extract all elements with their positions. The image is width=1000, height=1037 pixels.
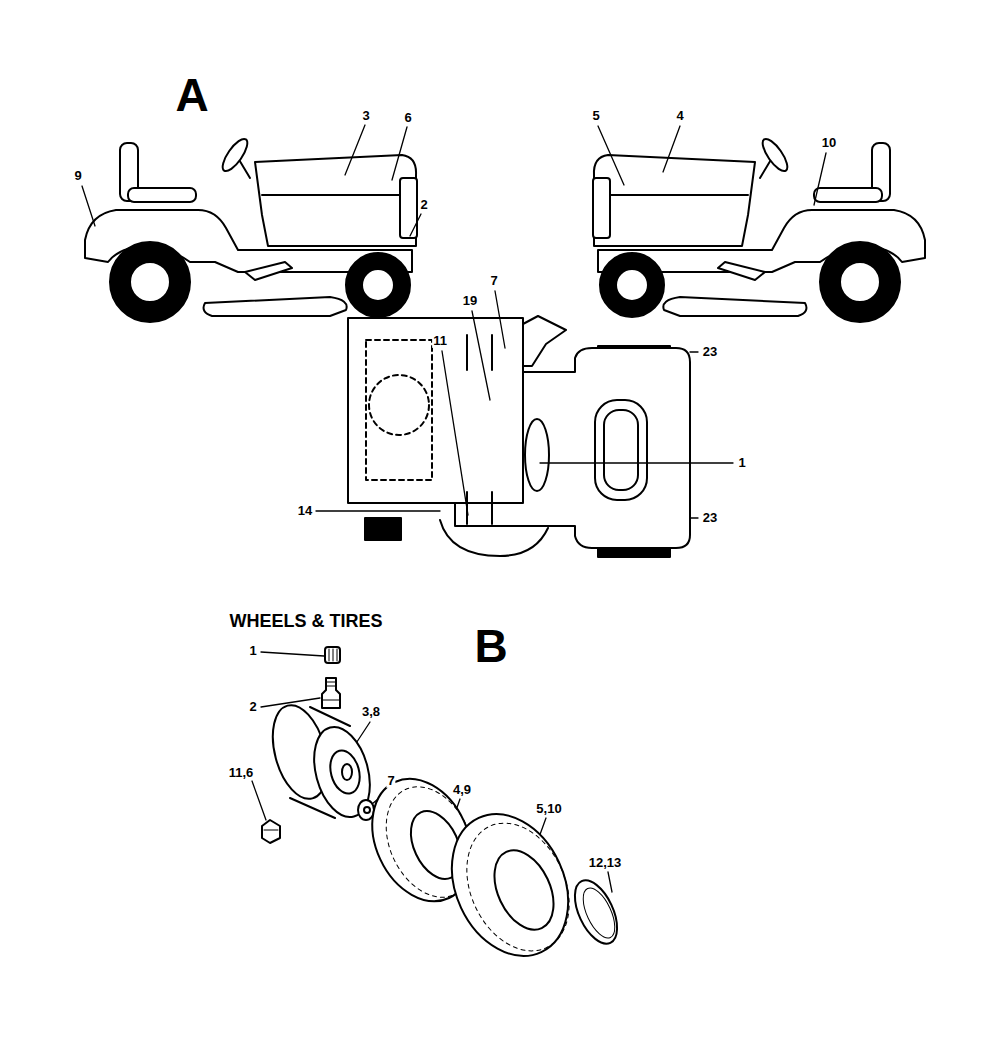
- callout-number: 23: [702, 511, 718, 525]
- seat: [595, 400, 647, 500]
- callout-number: 19: [462, 294, 478, 308]
- mower-top-view: [348, 316, 690, 557]
- callout-number: 4: [675, 109, 684, 123]
- callout-number: 1: [737, 456, 746, 470]
- valve-cap: [325, 647, 340, 663]
- leader-line: [410, 214, 421, 236]
- leader-line: [442, 351, 468, 515]
- callout-number: 2: [419, 198, 428, 212]
- leader-line: [663, 126, 680, 172]
- callout-number: 9: [73, 169, 82, 183]
- leader-line: [261, 652, 324, 656]
- callout-number: 23: [702, 345, 718, 359]
- section-letter: A: [174, 70, 209, 121]
- leader-line: [392, 127, 407, 180]
- callout-number: 6: [403, 111, 412, 125]
- callout-number: 7: [489, 274, 498, 288]
- rim-hole: [342, 764, 352, 780]
- bolt: [262, 820, 280, 843]
- leader-line: [690, 517, 698, 518]
- tire-rear: [430, 795, 590, 975]
- leader-line: [316, 510, 440, 511]
- callout-number: 1: [248, 644, 257, 658]
- spacer-hole: [364, 807, 370, 813]
- callout-number: 11,6: [228, 766, 255, 780]
- engine-outline: [366, 340, 432, 480]
- leader-line: [690, 351, 698, 352]
- tire-rear-tread: [447, 806, 589, 967]
- steering-wheel: [525, 419, 549, 491]
- callout-number: 3: [361, 109, 370, 123]
- valve-cap-ribs: [329, 649, 337, 661]
- hub-cap-rim: [577, 883, 622, 942]
- callout-number: 5: [591, 109, 600, 123]
- tire-rear-bore: [483, 841, 566, 939]
- leader-line: [252, 781, 266, 820]
- mower-left-side: [85, 135, 417, 322]
- valve-stem-thread: [322, 682, 340, 700]
- leader-line: [598, 126, 624, 185]
- callout-number: 7: [386, 774, 395, 788]
- callout-number: 2: [248, 700, 257, 714]
- mower-right-side: [593, 135, 925, 322]
- leader-line: [472, 311, 490, 400]
- callout-number: 11: [432, 334, 448, 348]
- leader-line: [814, 153, 826, 205]
- leader-line: [82, 186, 95, 226]
- bolt-thread: [264, 830, 278, 831]
- rim-center: [326, 747, 364, 797]
- hood-bars: [467, 335, 492, 524]
- leader-line: [345, 125, 365, 175]
- section-letter: B: [473, 621, 508, 672]
- hood: [348, 318, 523, 503]
- leader-line: [495, 291, 505, 348]
- leader-line: [540, 462, 733, 463]
- callout-number: 3,8: [361, 705, 381, 719]
- wheel-parts: [262, 647, 626, 975]
- rim-flange: [305, 721, 379, 823]
- callout-number: 12,13: [588, 856, 623, 870]
- callout-number: 10: [821, 136, 837, 150]
- valve-stem: [322, 678, 340, 708]
- callout-number: 4,9: [452, 783, 472, 797]
- hub-cap: [566, 874, 626, 950]
- front-wheel: [365, 518, 401, 540]
- section-title: WHEELS & TIRES: [228, 612, 383, 632]
- seat-inner: [604, 410, 638, 490]
- callout-number: 5,10: [535, 802, 562, 816]
- callout-number: 14: [297, 504, 313, 518]
- engine-outline: [369, 375, 429, 435]
- leader-lines: [82, 125, 826, 892]
- spacer: [358, 800, 374, 820]
- leader-line: [608, 872, 612, 892]
